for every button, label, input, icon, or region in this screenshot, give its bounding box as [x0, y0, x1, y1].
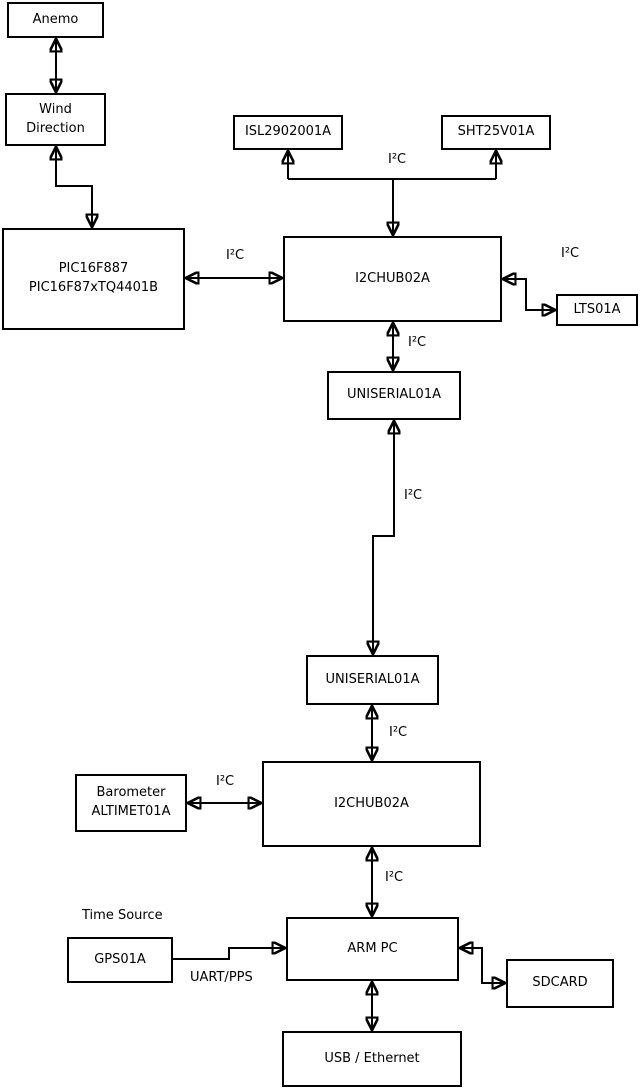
node-uniserial01a-top: UNISERIAL01A — [327, 371, 461, 420]
node-barometer-altimet01a: Barometer ALTIMET01A — [75, 774, 187, 832]
edge-label-uart-pps: UART/PPS — [190, 970, 253, 985]
wire-armpc-sdcard — [461, 948, 504, 983]
edge-label-i2c-lts: I²C — [561, 246, 580, 261]
edge-label-time-source: Time Source — [82, 908, 163, 923]
edge-label-i2c-uniserial-hub: I²C — [389, 725, 408, 740]
wire-uniserial1-uniserial2 — [373, 422, 394, 653]
node-isl2902001a: ISL2902001A — [233, 115, 343, 150]
edge-label-i2c-sensor-bus: I²C — [388, 152, 407, 167]
node-arm-pc: ARM PC — [286, 917, 459, 981]
wire-gps-armpc — [173, 948, 284, 960]
edge-label-i2c-backbone: I²C — [404, 488, 423, 503]
edge-label-i2c-hub-armpc: I²C — [385, 870, 404, 885]
node-lts01a: LTS01A — [556, 294, 638, 326]
edge-label-i2c-hub-uniserial: I²C — [408, 335, 427, 350]
edge-label-i2c-barometer: I²C — [216, 774, 235, 789]
node-i2chub02a-top: I2CHUB02A — [283, 236, 502, 322]
node-gps01a: GPS01A — [67, 937, 173, 983]
node-pic16f887: PIC16F887 PIC16F87xTQ4401B — [2, 228, 185, 330]
wire-wind-pic — [56, 148, 92, 226]
node-usb-ethernet: USB / Ethernet — [282, 1031, 462, 1087]
node-anemo: Anemo — [7, 2, 104, 38]
edge-label-i2c-pic-hub: I²C — [226, 248, 245, 263]
node-i2chub02a-bottom: I2CHUB02A — [262, 761, 481, 847]
node-uniserial01a-bottom: UNISERIAL01A — [306, 655, 439, 705]
node-wind-direction: Wind Direction — [5, 93, 106, 146]
wire-hub1-lts — [504, 279, 554, 310]
node-sdcard: SDCARD — [506, 959, 614, 1008]
node-sht25v01a: SHT25V01A — [441, 115, 551, 150]
